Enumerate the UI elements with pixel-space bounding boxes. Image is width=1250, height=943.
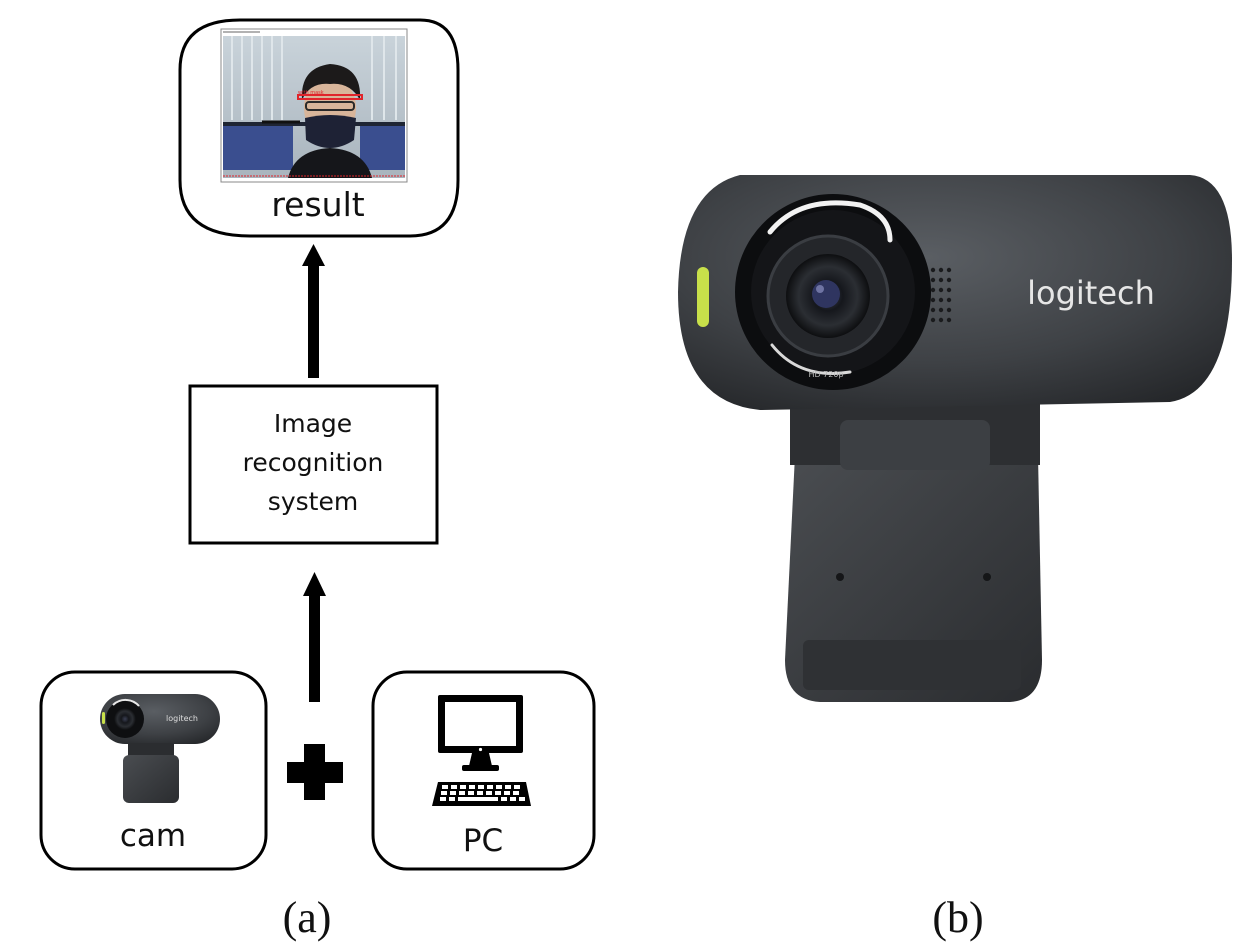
cam-box: logitech cam xyxy=(39,670,268,871)
caption-a: (a) xyxy=(283,893,332,942)
svg-text:with mask: with mask xyxy=(298,90,324,96)
process-box: Image recognition system xyxy=(188,384,439,545)
arrow-inputs-to-process xyxy=(303,572,326,702)
brand-logo: logitech xyxy=(1027,274,1155,312)
panel-b: HD 720p logitech (b) xyxy=(678,175,1232,942)
webcam-thumbnail-icon: logitech xyxy=(100,694,220,803)
process-label-line-2: recognition xyxy=(243,448,384,477)
process-label-line-1: Image xyxy=(274,409,352,438)
cam-label: cam xyxy=(120,818,186,854)
lens-text: HD 720p xyxy=(808,370,843,379)
webcam-photo: HD 720p logitech xyxy=(678,175,1232,702)
result-screenshot: with mask xyxy=(220,28,408,183)
arrow-process-to-result xyxy=(302,244,325,378)
caption-b: (b) xyxy=(932,893,983,942)
pc-label: PC xyxy=(463,823,503,859)
svg-text:logitech: logitech xyxy=(166,714,198,723)
plus-icon xyxy=(287,744,343,800)
computer-icon xyxy=(432,695,531,806)
result-label: result xyxy=(271,185,364,224)
pc-box: PC xyxy=(371,670,596,871)
panel-a: with mask result Image recognition syste… xyxy=(39,18,596,942)
process-label-line-3: system xyxy=(268,487,358,516)
result-box: with mask result xyxy=(178,18,460,238)
